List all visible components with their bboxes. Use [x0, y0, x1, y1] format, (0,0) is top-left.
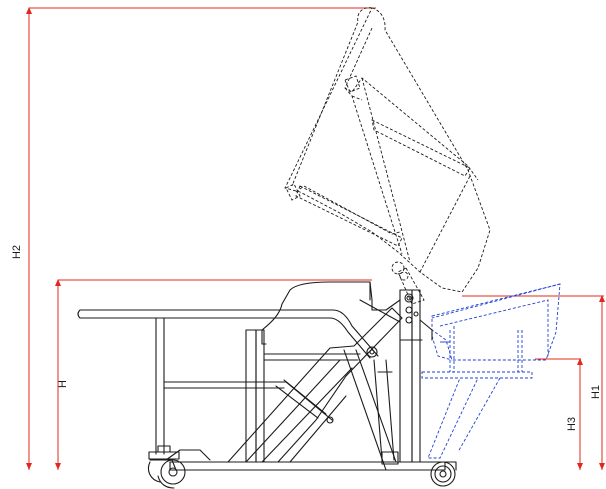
dimension-label-h1: H1: [590, 385, 602, 399]
dimension-label-h3: H3: [566, 417, 578, 431]
dimension-label-h2: H2: [11, 245, 23, 259]
lifter-machine: [77, 281, 457, 489]
dimension-h3: H3: [535, 358, 583, 470]
dimension-h: H: [55, 279, 372, 470]
dimension-h1: H1: [462, 295, 605, 470]
dimension-label-h: H: [57, 380, 69, 388]
tipped-bin-position: [284, 7, 491, 305]
lift-arms: [227, 307, 403, 471]
mast-bracket: [359, 281, 401, 323]
rear-wheel-assembly: [147, 445, 186, 489]
hydraulic-cylinder: [373, 359, 399, 465]
front-wheel: [430, 461, 457, 487]
dimension-lines: H2 H H1 H3: [11, 7, 605, 470]
mast: [399, 289, 433, 463]
push-handle: [77, 309, 379, 455]
low-bin-position: [421, 283, 561, 459]
dimension-h2: H2: [11, 7, 376, 470]
